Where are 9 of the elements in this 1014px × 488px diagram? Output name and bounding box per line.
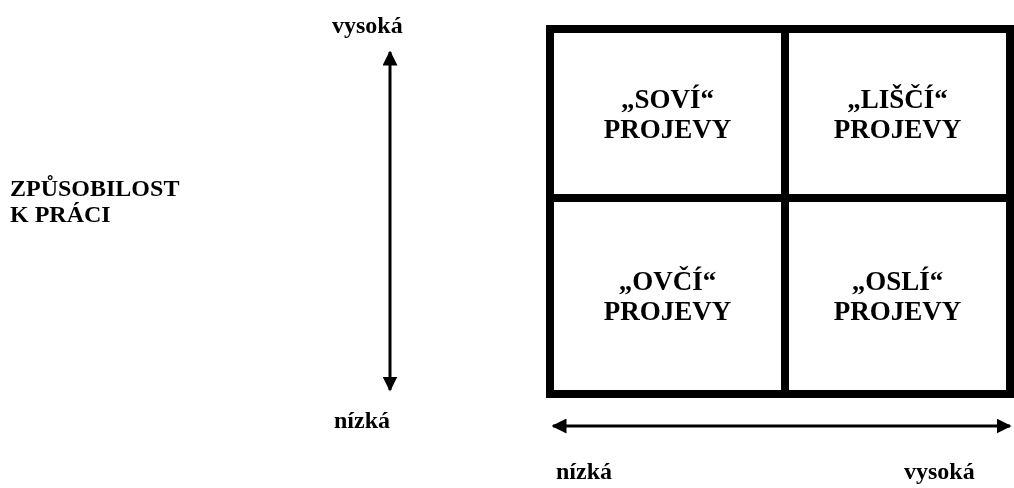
axis-label: vysoká — [332, 12, 403, 38]
quadrant-label: „SOVÍ“ PROJEVY — [602, 83, 733, 144]
quadrant-label: „OSLÍ“ PROJEVY — [832, 266, 963, 326]
axis-label: nízká — [334, 407, 390, 433]
quadrant-label: „LIŠČÍ“ PROJEVY — [832, 83, 963, 144]
axis-label: nízká — [556, 458, 612, 484]
quadrant-label: „OVČÍ“ PROJEVY — [602, 266, 733, 326]
axis-label: vysoká — [904, 458, 975, 484]
axis-title: ZPŮSOBILOST K PRÁCI — [10, 175, 180, 227]
